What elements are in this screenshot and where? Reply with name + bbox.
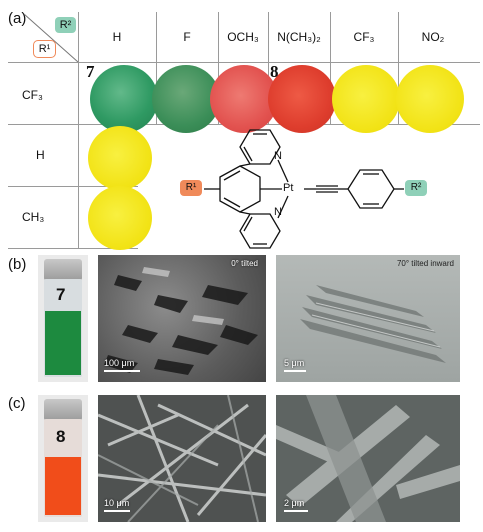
table-col4-line <box>330 12 331 124</box>
vial-8: 8 <box>38 395 88 522</box>
structure-r1-text: R¹ <box>185 182 197 193</box>
vial-7-number: 7 <box>56 285 66 304</box>
table-col2-line <box>218 12 219 124</box>
film-circle-cf3-no2 <box>396 65 464 133</box>
pyridine-bottom-ring <box>239 213 281 249</box>
sem-c-left-scalebar <box>104 510 130 512</box>
sem-c-right-scalebar <box>284 510 308 512</box>
sem-image-c-right: 2 μm <box>276 395 460 522</box>
table-col5-line <box>398 12 399 124</box>
structure-r1-badge: R¹ <box>180 180 202 196</box>
panel-c-label: (c) <box>8 395 26 412</box>
film-circle-cf3-cf3 <box>332 65 400 133</box>
film-circle-ch3-h <box>88 186 152 250</box>
sem-c-left-fibers <box>98 395 266 522</box>
chemical-structure <box>204 129 404 249</box>
col-header-h: H <box>112 30 122 44</box>
col-header-f: F <box>183 30 191 44</box>
sem-b-left-scalebar <box>104 370 140 372</box>
panel-a-label: (a) <box>8 10 27 27</box>
corner-r2-badge: R² <box>55 17 76 33</box>
film-circle-h-h <box>88 126 152 190</box>
compound-number-7: 7 <box>86 62 95 81</box>
sem-image-c-left: 10 μm <box>98 395 266 522</box>
sem-c-left-scale: 10 μm <box>104 498 130 508</box>
col-header-cf3: CF₃ <box>353 30 375 44</box>
col-header-och3: OCH₃ <box>227 30 259 44</box>
row-header-ch3: CH₃ <box>22 210 45 224</box>
vial-8-liquid <box>45 457 81 515</box>
corner-diagonal <box>23 13 79 63</box>
film-circle-cf3-h <box>90 65 158 133</box>
vial-8-cap <box>44 399 82 421</box>
compound-number-8: 8 <box>270 62 279 81</box>
structure-pt: Pt <box>283 182 294 194</box>
table-row1-line <box>8 124 138 125</box>
sem-image-b-right: 70° tilted inward 5 μm <box>276 255 460 382</box>
row-header-cf3: CF₃ <box>22 88 43 102</box>
sem-b-left-scale: 100 μm <box>104 358 135 368</box>
sem-c-right-scale: 2 μm <box>284 498 305 508</box>
structure-r2-badge: R² <box>405 180 427 196</box>
sem-b-left-note: 0° tilted <box>231 259 258 268</box>
film-circle-cf3-nme2 <box>268 65 336 133</box>
corner-r2-text: R² <box>59 19 72 31</box>
vial-8-number: 8 <box>56 427 66 446</box>
sem-b-left-flakes <box>104 267 258 375</box>
sem-b-right-sheets <box>300 285 446 363</box>
sem-b-right-scalebar <box>284 370 306 372</box>
pyridine-top-ring <box>239 129 281 165</box>
sem-b-right-scale: 5 μm <box>284 358 305 368</box>
table-header-line <box>8 62 480 63</box>
sem-image-b-left: 0° tilted 100 μm <box>98 255 266 382</box>
vial-7: 7 <box>38 255 88 382</box>
panel-b-label: (b) <box>8 256 27 273</box>
table-col3-line <box>268 12 269 124</box>
film-circle-cf3-f <box>152 65 220 133</box>
structure-n-top: N <box>274 150 282 162</box>
central-benzene-ring <box>219 165 261 213</box>
vial-7-liquid <box>45 311 81 375</box>
table-col0-line <box>78 12 79 248</box>
row-header-h: H <box>36 148 45 162</box>
col-header-no2: NO₂ <box>421 30 445 44</box>
table-row2-line <box>8 186 138 187</box>
col-header-nme2: N(CH₃)₂ <box>277 30 321 44</box>
table-row3-line <box>8 248 138 249</box>
vial-7-cap <box>44 259 82 281</box>
structure-r2-text: R² <box>410 182 422 193</box>
corner-r1-text: R¹ <box>38 43 51 55</box>
table-col1-line <box>156 12 157 124</box>
sem-c-right-ribbons <box>276 395 460 522</box>
corner-r1-badge: R¹ <box>33 40 56 58</box>
structure-n-bottom: N <box>274 206 282 218</box>
phenyl-ring <box>347 169 395 209</box>
film-circle-cf3-och3 <box>210 65 278 133</box>
sem-b-right-note: 70° tilted inward <box>396 259 454 268</box>
